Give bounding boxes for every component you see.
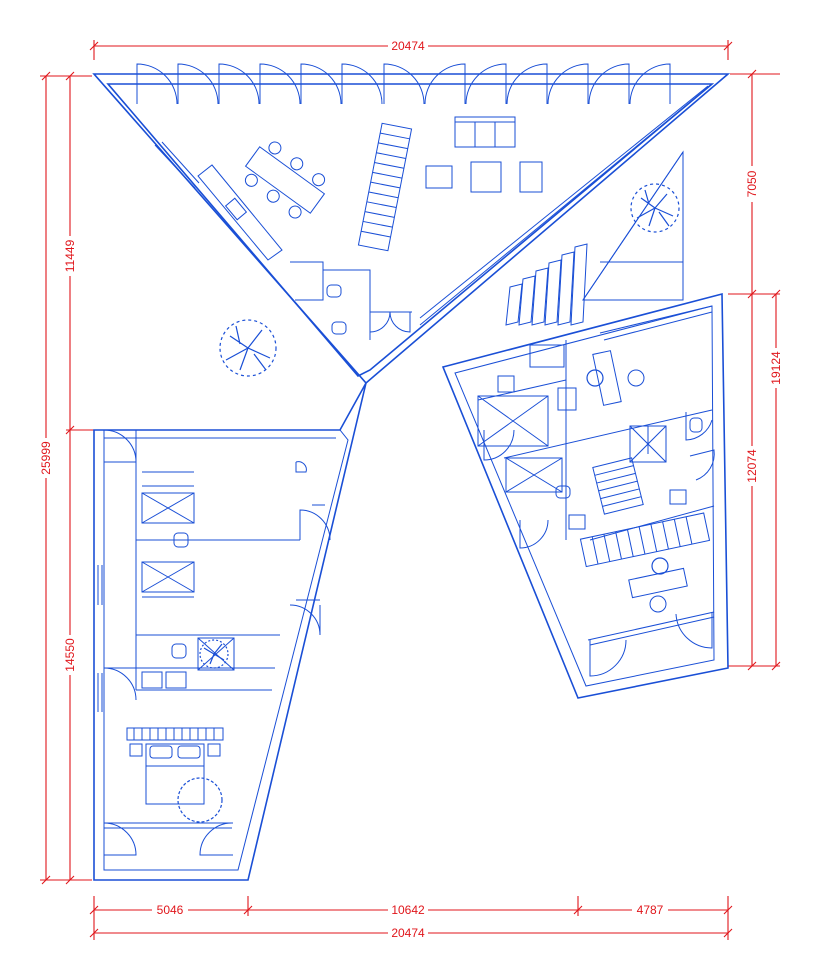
headboard [126, 727, 224, 741]
door-arc [588, 63, 630, 105]
west-bathroom-lower [141, 561, 235, 689]
west-wing-doors [103, 429, 331, 856]
door-arc [629, 63, 671, 105]
door-arc [136, 63, 178, 105]
toilet-icon [326, 284, 342, 298]
dim-right-upper: 7050 [745, 170, 759, 197]
door-arc [424, 63, 466, 105]
tree-icon [199, 639, 229, 669]
east-wing [441, 292, 729, 699]
dim-right-overall: 19124 [769, 351, 783, 385]
west-bathroom-upper [141, 461, 307, 548]
shower-icon [141, 492, 195, 524]
north-courtyard [582, 150, 684, 301]
chair [627, 369, 645, 387]
washbasin-icon [669, 489, 687, 505]
shower-icon [505, 457, 563, 493]
stair-fins [505, 243, 588, 326]
door-arc [547, 63, 589, 105]
living-furniture [154, 116, 543, 261]
dim-left-lower: 14550 [63, 638, 77, 672]
washbasin-icon [141, 671, 163, 689]
toilet-icon [173, 532, 189, 548]
washbasin-icon [497, 375, 515, 393]
west-wing [93, 382, 367, 881]
dim-left-upper: 11449 [63, 239, 77, 272]
west-windows [97, 565, 103, 712]
staircase-east-upper [592, 457, 644, 515]
dim-right-lower: 12074 [745, 449, 759, 483]
door-arc [259, 63, 301, 105]
north-facade-doors [136, 63, 671, 105]
kitchen-counter [197, 164, 283, 261]
shower-icon [141, 561, 195, 593]
armchair [425, 165, 453, 189]
staircase-east-lower [579, 512, 711, 568]
door-arc [383, 63, 425, 105]
window-northwest [154, 144, 196, 189]
door-arc [300, 63, 342, 105]
desk [592, 350, 622, 406]
washbasin-icon [568, 514, 586, 530]
tree-icon [630, 183, 680, 233]
east-wing-doors [483, 412, 715, 677]
dimension-lines [40, 40, 781, 940]
dim-bottom-segment-3: 4787 [637, 903, 664, 917]
door-arc [177, 63, 219, 105]
person-icon [651, 557, 669, 575]
east-wing-furniture [477, 350, 711, 613]
staircase-north [357, 122, 413, 252]
toilet-icon [331, 321, 347, 335]
washbasin-icon [165, 671, 187, 689]
person-icon [586, 369, 604, 387]
radiator-icon [557, 387, 577, 411]
round-rug [177, 777, 223, 823]
coffee-table [470, 161, 502, 193]
shower-icon [477, 395, 549, 447]
bedroom [126, 727, 224, 823]
door-arc [465, 63, 507, 105]
dim-left-overall: 25999 [39, 441, 53, 475]
sofa [454, 116, 516, 148]
north-wc [290, 261, 412, 340]
washbasin-icon [295, 461, 307, 473]
dim-bottom-segment-1: 5046 [157, 903, 184, 917]
desk [628, 567, 688, 599]
dining-table [244, 141, 326, 219]
tree-icon [219, 319, 277, 377]
chair [649, 595, 667, 613]
dim-top-overall: 20474 [391, 39, 425, 53]
toilet-icon [689, 417, 703, 433]
toilet-icon [171, 643, 187, 659]
north-wing [92, 73, 731, 385]
toilet-icon [555, 485, 571, 499]
door-arc [341, 63, 383, 105]
shower-icon [197, 637, 235, 671]
door-arc [506, 63, 548, 105]
dimension-labels: 20474 5046 10642 4787 20474 25999 11449 … [39, 39, 783, 940]
bed [145, 743, 205, 805]
dim-bottom-overall: 20474 [391, 926, 425, 940]
dim-bottom-segment-2: 10642 [391, 903, 425, 917]
door-arc [218, 63, 260, 105]
armchair [519, 161, 543, 193]
